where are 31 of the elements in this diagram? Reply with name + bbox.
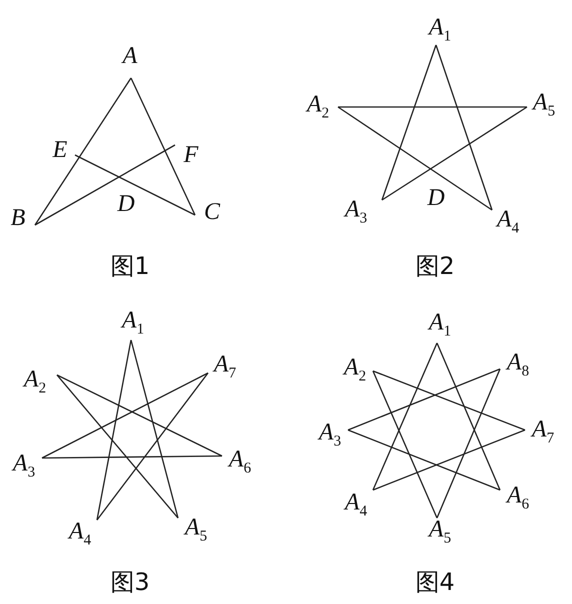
point-label: A$_{6}$ (506, 484, 530, 512)
point-label: A$_{5}$ (532, 90, 556, 120)
point-label: A$_{5}$ (428, 518, 452, 546)
point-label: C (204, 200, 220, 224)
figure-caption: 图1 (110, 254, 150, 278)
point-label: D (117, 192, 135, 216)
figure-caption: 图4 (415, 570, 455, 594)
point-label: A$_{2}$ (306, 92, 330, 122)
point-label: F (184, 143, 198, 167)
point-label: A$_{8}$ (506, 350, 530, 380)
point-label: E (52, 138, 68, 162)
point-label: A$_{1}$ (428, 16, 452, 44)
point-label: A$_{1}$ (122, 308, 144, 338)
point-label: A (122, 44, 138, 68)
point-label: A$_{2}$ (24, 368, 46, 396)
point-label: A$_{2}$ (344, 356, 366, 384)
figure-caption: 图3 (110, 570, 150, 594)
point-label: A$_{3}$ (344, 198, 368, 226)
point-label: A$_{7}$ (214, 352, 236, 382)
point-label: A$_{4}$ (68, 520, 92, 548)
point-label: D (427, 186, 445, 210)
point-label: A$_{4}$ (496, 208, 520, 236)
point-label: B (10, 206, 26, 230)
point-label: A$_{6}$ (228, 448, 252, 476)
point-label: A$_{4}$ (344, 490, 368, 520)
figure-caption: 图2 (415, 254, 455, 278)
point-label: A$_{3}$ (12, 452, 36, 480)
point-label: A$_{7}$ (532, 418, 554, 446)
point-label: A$_{3}$ (318, 420, 342, 450)
point-label: A$_{1}$ (428, 310, 452, 340)
point-label: A$_{5}$ (184, 516, 208, 544)
